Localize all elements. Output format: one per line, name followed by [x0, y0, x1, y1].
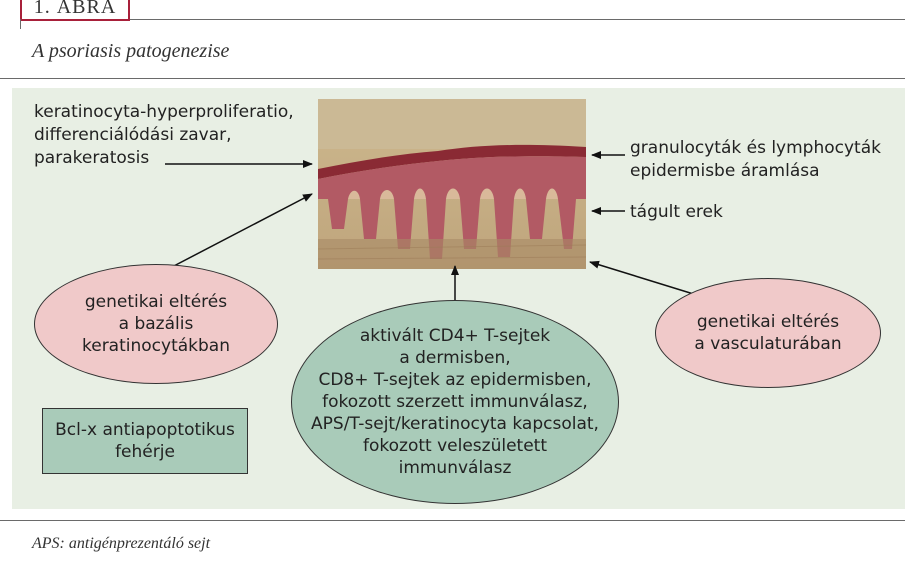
- genetic-basal-node: genetikai eltérés a bazális keratinocytá…: [34, 264, 278, 384]
- footer-rule: [0, 520, 905, 521]
- vessels-label: tágult erek: [630, 201, 723, 224]
- genetic-vascular-node: genetikai eltérés a vasculaturában: [655, 278, 881, 388]
- hyperproliferation-label: keratinocyta-hyperproliferatio, differen…: [34, 101, 294, 170]
- immune-node: aktivált CD4+ T-sejtek a dermisben, CD8+…: [291, 300, 619, 504]
- bclx-box: Bcl-x antiapoptotikus fehérje: [42, 408, 248, 474]
- arrow-genetic-vascular: [590, 262, 700, 296]
- footnote: APS: antigénprezentáló sejt: [32, 535, 210, 553]
- arrow-genetic-basal: [170, 194, 312, 268]
- granulocytes-label: granulocyták és lymphocyták epidermisbe …: [630, 137, 881, 183]
